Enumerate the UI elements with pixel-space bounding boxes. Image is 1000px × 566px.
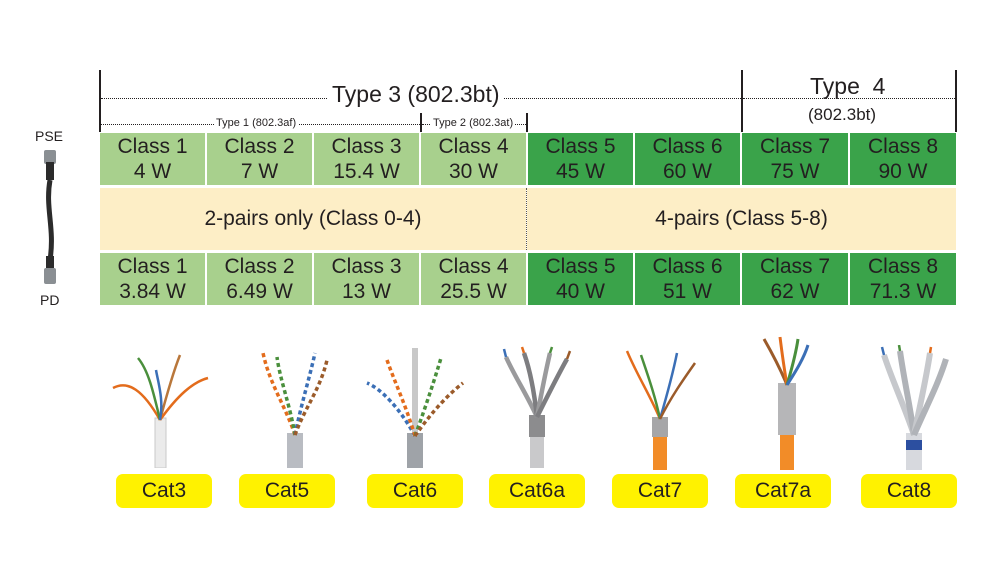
type2-label: Type 2 (802.3at) — [431, 117, 516, 129]
pse-class-3: Class 3 15.4 W — [314, 133, 419, 185]
pse-class-5: Class 5 45 W — [528, 133, 633, 185]
class-power: 45 W — [555, 160, 605, 183]
class-power: 60 W — [662, 160, 712, 183]
cat5-label: Cat5 — [239, 474, 335, 508]
type3-left-line — [99, 70, 101, 132]
pairs-divider — [526, 188, 527, 250]
class-name: Class 7 — [759, 135, 831, 158]
pse-class-4: Class 4 30 W — [421, 133, 526, 185]
cat8-label: Cat8 — [861, 474, 957, 508]
type4-subtitle: (802.3bt) — [808, 105, 877, 124]
cat3-label: Cat3 — [116, 474, 212, 508]
pd-class-8: Class 8 71.3 W — [850, 253, 956, 305]
class-power: 30 W — [448, 160, 498, 183]
cat6-label: Cat6 — [367, 474, 463, 508]
cat6-cable-icon — [366, 348, 465, 468]
cat7-cable-icon — [625, 350, 697, 470]
class-name: Class 5 — [545, 255, 616, 278]
class-power: 3.84 W — [119, 280, 186, 303]
cat7a-label: Cat7a — [735, 474, 831, 508]
cat6a-label: Cat6a — [489, 474, 585, 508]
type4-dotted-line — [743, 98, 955, 99]
class-power: 71.3 W — [869, 280, 937, 303]
class-name: Class 3 — [331, 255, 402, 278]
four-pairs-band: 4-pairs (Class 5-8) — [527, 188, 956, 250]
type4-title: Type 4 — [806, 75, 890, 98]
class-name: Class 1 — [117, 255, 188, 278]
class-power: 15.4 W — [333, 160, 400, 183]
class-name: Class 2 — [224, 255, 295, 278]
class-name: Class 8 — [867, 135, 939, 158]
pd-class-6: Class 6 51 W — [635, 253, 740, 305]
type1-type2-divider — [420, 113, 422, 132]
cat8-cable-icon — [880, 345, 949, 470]
type-divider-line — [741, 70, 743, 132]
class-name: Class 2 — [224, 135, 295, 158]
class-power: 25.5 W — [440, 280, 507, 303]
class-power: 4 W — [133, 160, 172, 183]
class-name: Class 1 — [117, 135, 188, 158]
type3-label: Type 3 (802.3bt) — [328, 83, 504, 106]
class-power: 6.49 W — [226, 280, 293, 303]
pse-class-2: Class 2 7 W — [207, 133, 312, 185]
two-pairs-band: 2-pairs only (Class 0-4) — [100, 188, 526, 250]
pse-label: PSE — [35, 128, 64, 144]
class-power: 13 W — [341, 280, 391, 303]
class-power: 7 W — [240, 160, 279, 183]
class-name: Class 4 — [438, 255, 509, 278]
class-power: 75 W — [770, 160, 820, 183]
pd-label: PD — [40, 292, 60, 308]
pd-class-1: Class 1 3.84 W — [100, 253, 205, 305]
cat5-cable-icon — [261, 352, 329, 468]
class-name: Class 3 — [331, 135, 402, 158]
pd-class-4: Class 4 25.5 W — [421, 253, 526, 305]
class-name: Class 5 — [545, 135, 616, 158]
cat7a-cable-icon — [762, 336, 810, 470]
class-name: Class 7 — [759, 255, 831, 278]
pd-class-7: Class 7 62 W — [742, 253, 848, 305]
pse-class-8: Class 8 90 W — [850, 133, 956, 185]
class-name: Class 6 — [652, 255, 723, 278]
class-name: Class 6 — [652, 135, 723, 158]
type2-right-line — [526, 113, 528, 132]
patch-cable-icon — [44, 150, 56, 284]
type1-label: Type 1 (802.3af) — [214, 117, 299, 129]
class-power: 40 W — [555, 280, 605, 303]
cat7-label: Cat7 — [612, 474, 708, 508]
pd-class-5: Class 5 40 W — [528, 253, 633, 305]
class-power: 90 W — [878, 160, 928, 183]
pse-class-1: Class 1 4 W — [100, 133, 205, 185]
type4-right-line — [955, 70, 957, 132]
class-name: Class 4 — [438, 135, 509, 158]
class-name: Class 8 — [867, 255, 939, 278]
pd-class-3: Class 3 13 W — [314, 253, 419, 305]
class-power: 51 W — [662, 280, 712, 303]
cat6a-cable-icon — [502, 346, 572, 468]
class-power: 62 W — [770, 280, 820, 303]
pse-class-7: Class 7 75 W — [742, 133, 848, 185]
cat3-cable-icon — [112, 354, 209, 468]
pse-class-6: Class 6 60 W — [635, 133, 740, 185]
pd-class-2: Class 2 6.49 W — [207, 253, 312, 305]
